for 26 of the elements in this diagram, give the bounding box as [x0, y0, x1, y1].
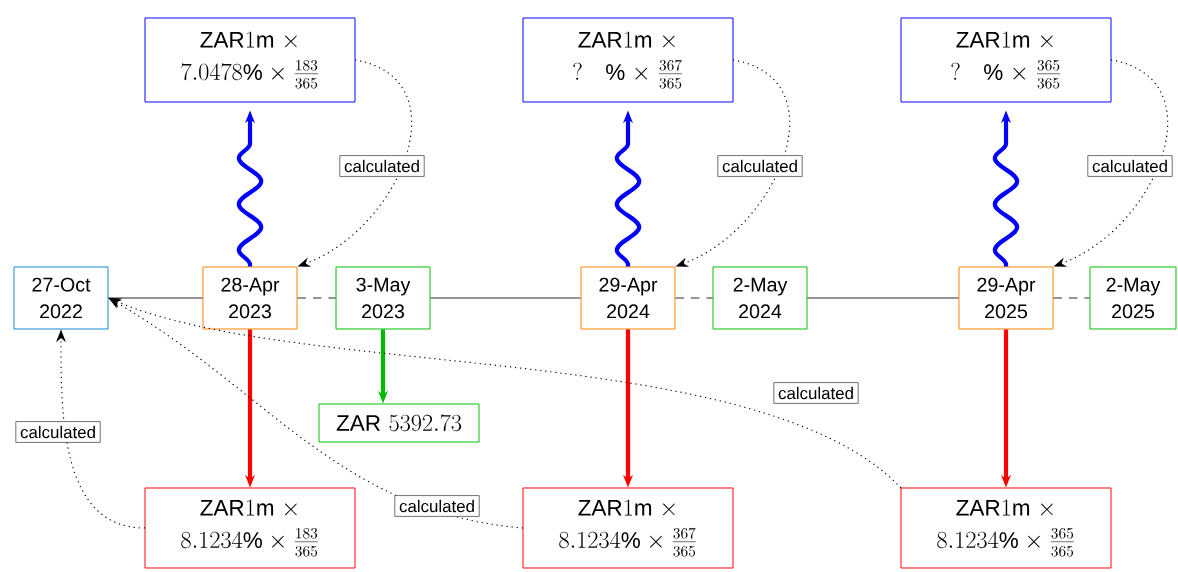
edge-label: calculated: [339, 155, 425, 177]
date-box: 29-Apr 2024: [580, 266, 676, 330]
date-box: 29-Apr 2025: [958, 266, 1054, 330]
connector: [430, 297, 581, 299]
date-box: 28-Apr 2023: [202, 266, 298, 330]
connector: [297, 297, 336, 299]
edge-label: calculated: [1087, 155, 1173, 177]
edge-label: calculated: [773, 382, 859, 404]
rate-box: $\textsf{ZAR}1\textsf{m}\times 8.1234\textsf{\%}\times\frac{365}{365}$: [900, 487, 1112, 569]
rate-box: $\textsf{ZAR}1\textsf{m}\times 8.1234\textsf{\%}\times\frac{367}{365}$: [522, 487, 734, 569]
date-box: 3-May 2023: [335, 266, 431, 330]
connector: [1053, 297, 1090, 299]
rate-box: $\textsf{ZAR}1\textsf{m}\times {?}\quad\textsf{\%}\times\frac{365}{365}$: [900, 17, 1112, 103]
amount-box: $\textsf{ZAR}\ 5392.73$: [318, 403, 480, 443]
connector: [108, 297, 203, 299]
connector: [807, 297, 959, 299]
date-box: 27-Oct 2022: [13, 266, 109, 330]
connector: [675, 297, 713, 299]
rate-box: $\textsf{ZAR}1\textsf{m}\times 7.0478\textsf{\%}\times\frac{183}{365}$: [144, 17, 356, 103]
date-box: 2-May 2024: [712, 266, 808, 330]
date-box: 2-May 2025: [1089, 266, 1177, 330]
edge-label: calculated: [15, 421, 101, 443]
edge-label: calculated: [394, 495, 480, 517]
rate-box: $\textsf{ZAR}1\textsf{m}\times 8.1234\textsf{\%}\times\frac{183}{365}$: [144, 487, 356, 569]
rate-box: $\textsf{ZAR}1\textsf{m}\times {?}\quad\textsf{\%}\times\frac{367}{365}$: [522, 17, 734, 103]
edge-label: calculated: [717, 155, 803, 177]
